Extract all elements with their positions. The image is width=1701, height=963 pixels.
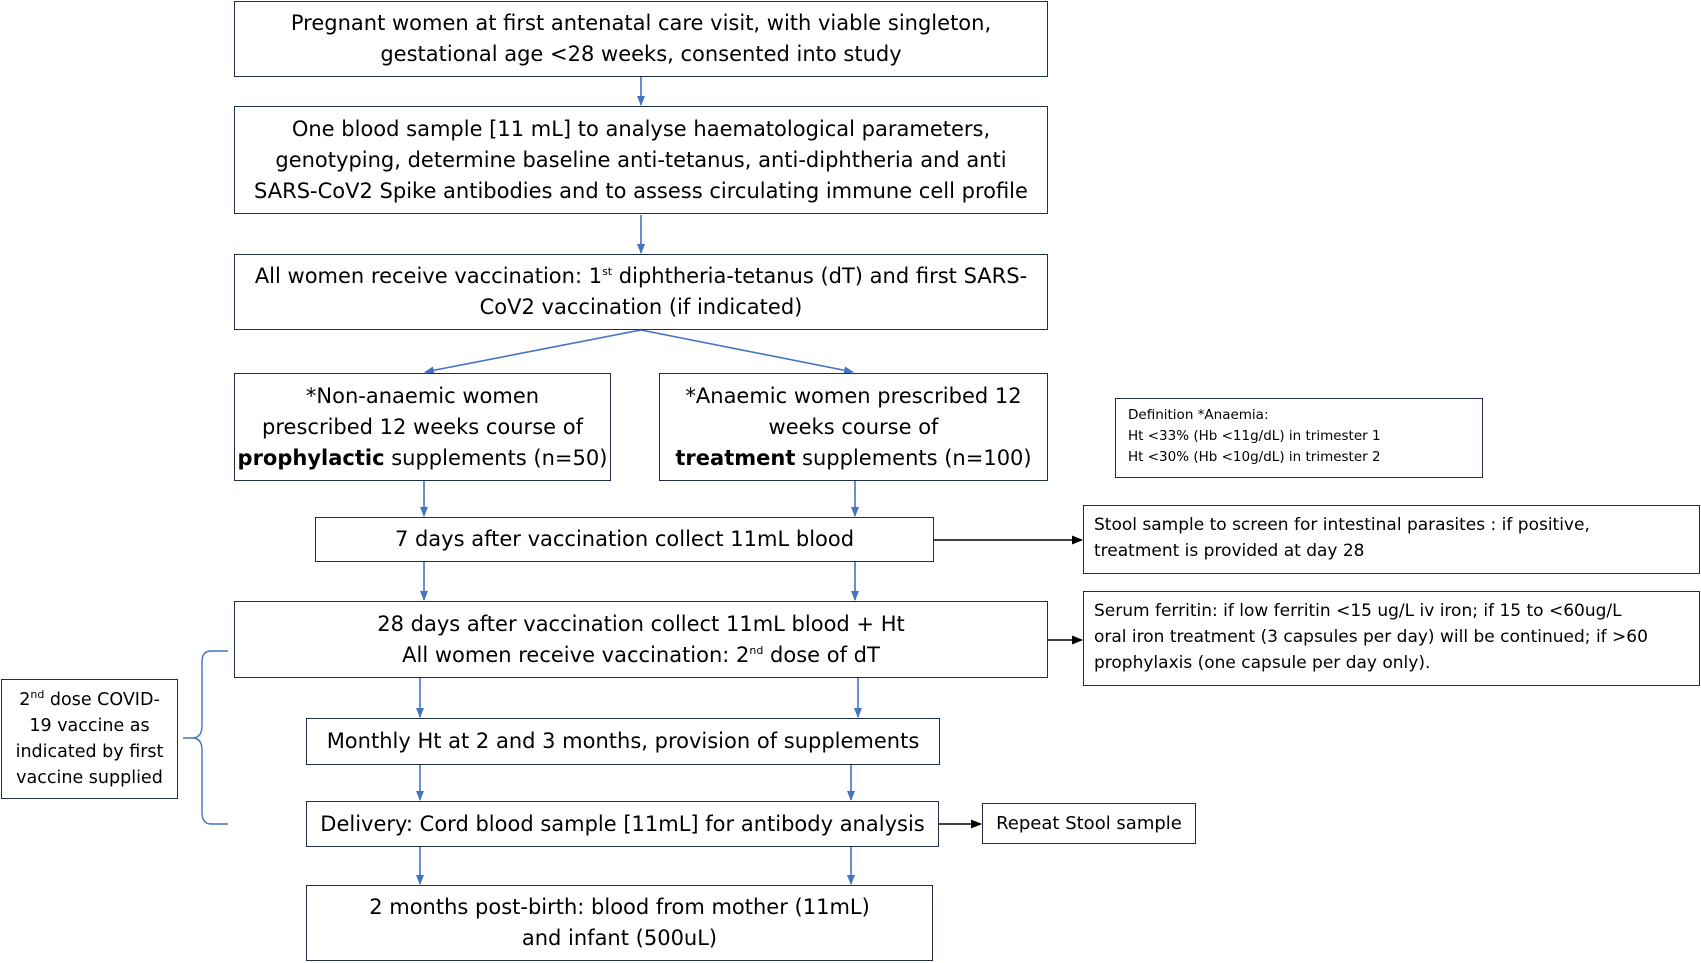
first-vaccination-line-1: All women receive vaccination: 1st dipht… <box>254 264 1028 288</box>
anaemic-line-2: weeks course of <box>768 414 939 439</box>
first-vaccination-box: All women receive vaccination: 1st dipht… <box>234 254 1048 330</box>
arrow-vacc1-anaemic <box>640 329 854 375</box>
ferritin-line-1: Serum ferritin: if low ferritin <15 ug/L… <box>1094 601 1622 621</box>
day7-blood-box: 7 days after vaccination collect 11mL bl… <box>315 517 934 562</box>
repeat-stool-box: Repeat Stool sample <box>982 803 1196 844</box>
definition-trimester-1: Ht <33% (Hb <11g/dL) in trimester 1 <box>1128 428 1381 444</box>
monthly-text: Monthly Ht at 2 and 3 months, provision … <box>326 729 920 753</box>
covid-line-3: indicated by first <box>15 742 164 762</box>
non-anaemic-line-2: prescribed 12 weeks course of <box>262 414 583 439</box>
stool-line-2: treatment is provided at day 28 <box>1094 541 1365 561</box>
non-anaemic-box: *Non-anaemic women prescribed 12 weeks c… <box>234 373 611 481</box>
post-birth-box: 2 months post-birth: blood from mother (… <box>306 885 933 961</box>
non-anaemic-line-3: prophylactic supplements (n=50) <box>237 445 608 470</box>
definition-trimester-2: Ht <30% (Hb <10g/dL) in trimester 2 <box>1128 449 1381 465</box>
baseline-line-3: SARS-CoV2 Spike antibodies and to assess… <box>254 178 1028 203</box>
day7-text: 7 days after vaccination collect 11mL bl… <box>394 527 855 551</box>
day28-line-1: 28 days after vaccination collect 11mL b… <box>377 611 905 636</box>
anaemic-line-1: *Anaemic women prescribed 12 <box>685 383 1022 408</box>
covid-line-4: vaccine supplied <box>16 768 163 788</box>
covid-line-2: 19 vaccine as <box>29 716 150 736</box>
first-vaccination-line-2: CoV2 vaccination (if indicated) <box>479 295 803 319</box>
baseline-line-2: genotyping, determine baseline anti-teta… <box>275 147 1007 172</box>
day28-blood-box: 28 days after vaccination collect 11mL b… <box>234 601 1048 678</box>
serum-ferritin-box: Serum ferritin: if low ferritin <15 ug/L… <box>1083 591 1700 686</box>
enrolment-box: Pregnant women at first antenatal care v… <box>234 1 1048 77</box>
arrow-vacc1-nonanaemic <box>424 329 642 375</box>
anaemic-box: *Anaemic women prescribed 12 weeks cours… <box>659 373 1048 481</box>
definition-title: Definition *Anaemia: <box>1128 407 1269 423</box>
enrolment-line-1: Pregnant women at first antenatal care v… <box>290 11 992 35</box>
day28-line-2: All women receive vaccination: 2nd dose … <box>402 642 880 667</box>
stool-sample-box: Stool sample to screen for intestinal pa… <box>1083 505 1700 574</box>
enrolment-line-2: gestational age <28 weeks, consented int… <box>380 42 902 66</box>
non-anaemic-line-1: *Non-anaemic women <box>305 383 540 408</box>
covid-bracket <box>183 650 228 825</box>
covid-line-1: 2nd dose COVID- <box>19 688 160 710</box>
delivery-text: Delivery: Cord blood sample [11mL] for a… <box>320 811 925 836</box>
baseline-sample-box: One blood sample [11 mL] to analyse haem… <box>234 106 1048 214</box>
ferritin-line-2: oral iron treatment (3 capsules per day)… <box>1094 627 1648 647</box>
anaemic-line-3: treatment supplements (n=100) <box>675 445 1032 470</box>
anaemia-definition-box: Definition *Anaemia: Ht <33% (Hb <11g/dL… <box>1115 398 1483 478</box>
ferritin-line-3: prophylaxis (one capsule per day only). <box>1094 653 1431 673</box>
covid-second-dose-box: 2nd dose COVID- 19 vaccine as indicated … <box>1 679 178 799</box>
post-birth-line-2: and infant (500uL) <box>521 926 718 950</box>
repeat-stool-text: Repeat Stool sample <box>996 813 1182 834</box>
stool-line-1: Stool sample to screen for intestinal pa… <box>1094 515 1590 535</box>
baseline-line-1: One blood sample [11 mL] to analyse haem… <box>291 116 991 141</box>
monthly-ht-box: Monthly Ht at 2 and 3 months, provision … <box>306 718 940 765</box>
delivery-box: Delivery: Cord blood sample [11mL] for a… <box>306 801 939 847</box>
post-birth-line-1: 2 months post-birth: blood from mother (… <box>369 895 870 919</box>
